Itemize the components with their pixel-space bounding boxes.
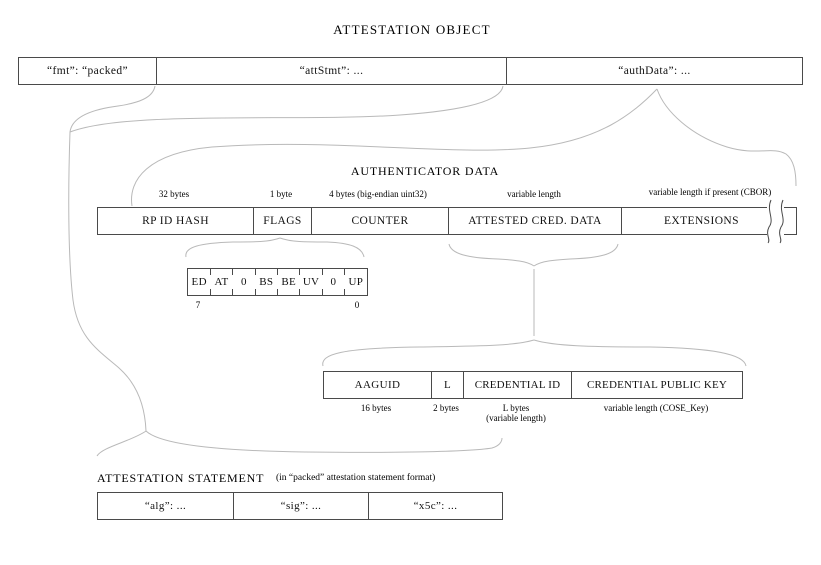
size-label-credential-public-key: variable length (COSE_Key) <box>603 403 709 413</box>
size-label-credential-id-line1: L bytes <box>502 403 530 413</box>
size-label-aaguid: 16 bytes <box>360 403 392 413</box>
bit-be: BE <box>276 269 300 295</box>
diagram-title: ATTESTATION OBJECT <box>333 22 491 37</box>
size-label-extensions: variable length if present (CBOR) <box>648 187 772 197</box>
attestation-statement-brace-right <box>145 430 503 453</box>
field-extensions: EXTENSIONS <box>621 208 796 234</box>
bit-ed: ED <box>191 276 207 288</box>
bit-number-msb: 7 <box>195 300 201 310</box>
field-credential-id: CREDENTIAL ID <box>463 372 571 398</box>
field-l: L <box>431 372 463 398</box>
size-label-flags: 1 byte <box>269 189 293 199</box>
field-alg: “alg”: ... <box>144 500 187 512</box>
field-counter: COUNTER <box>311 208 448 234</box>
swoosh-left-vertical <box>68 131 147 432</box>
flags-brace-right <box>279 237 365 258</box>
attestation-object-row: “fmt”: “packed” “attStmt”: ... “authData… <box>18 57 803 85</box>
field-x5c: “x5c”: ... <box>368 493 502 519</box>
bit-number-lsb: 0 <box>354 300 360 310</box>
field-attested-cred-data: ATTESTED CRED. DATA <box>448 208 621 234</box>
size-label-l: 2 bytes <box>433 403 459 413</box>
attested-cred-lower-brace-right <box>533 339 747 367</box>
bit-at: AT <box>209 269 232 295</box>
attestation-statement-brace-left <box>96 430 147 457</box>
field-flags: FLAGS <box>253 208 311 234</box>
size-label-credential-id: L bytes (variable length) <box>486 403 546 423</box>
bit-5: 0 <box>232 269 255 295</box>
attestation-statement-row: “alg”: ... “sig”: ... “x5c”: ... <box>97 492 503 520</box>
authenticator-data-row: RP ID HASH FLAGS COUNTER ATTESTED CRED. … <box>97 207 797 235</box>
attested-cred-brace-left <box>448 243 535 267</box>
size-label-rp-id-hash: 32 bytes <box>158 189 190 199</box>
authenticator-data-heading: AUTHENTICATOR DATA <box>350 164 500 178</box>
field-credential-public-key: CREDENTIAL PUBLIC KEY <box>571 372 742 398</box>
size-label-credential-id-line2: (variable length) <box>486 413 546 423</box>
size-label-counter: 4 bytes (big-endian uint32) <box>329 189 427 199</box>
bit-1: 0 <box>321 269 344 295</box>
bit-up: UP <box>344 269 367 295</box>
attested-credential-data-row: AAGUID L CREDENTIAL ID CREDENTIAL PUBLIC… <box>323 371 743 399</box>
authdata-brace-right <box>656 88 797 187</box>
attestation-statement-subheading: (in “packed” attestation statement forma… <box>276 473 436 483</box>
swoosh-attstmt-left-edge <box>69 85 156 133</box>
attested-cred-lower-brace-left <box>322 339 535 367</box>
attestation-statement-heading: ATTESTATION STATEMENT <box>97 471 265 485</box>
field-sig: “sig”: ... <box>233 493 368 519</box>
attested-cred-brace-right <box>533 243 619 267</box>
bit-uv: UV <box>299 269 322 295</box>
flags-brace-left <box>185 237 281 258</box>
field-rp-id-hash: RP ID HASH <box>142 215 209 227</box>
bit-bs: BS <box>254 269 277 295</box>
swoosh-attstmt-right-edge <box>69 85 504 133</box>
field-aaguid: AAGUID <box>354 379 401 391</box>
field-fmt: “fmt”: “packed” <box>46 65 129 77</box>
flags-bit-box: ED AT 0 BS BE UV 0 UP <box>187 268 368 296</box>
field-attstmt: “attStmt”: ... <box>156 58 506 84</box>
size-label-attested-cred-data: variable length <box>507 189 561 199</box>
field-authdata: “authData”: ... <box>506 58 802 84</box>
